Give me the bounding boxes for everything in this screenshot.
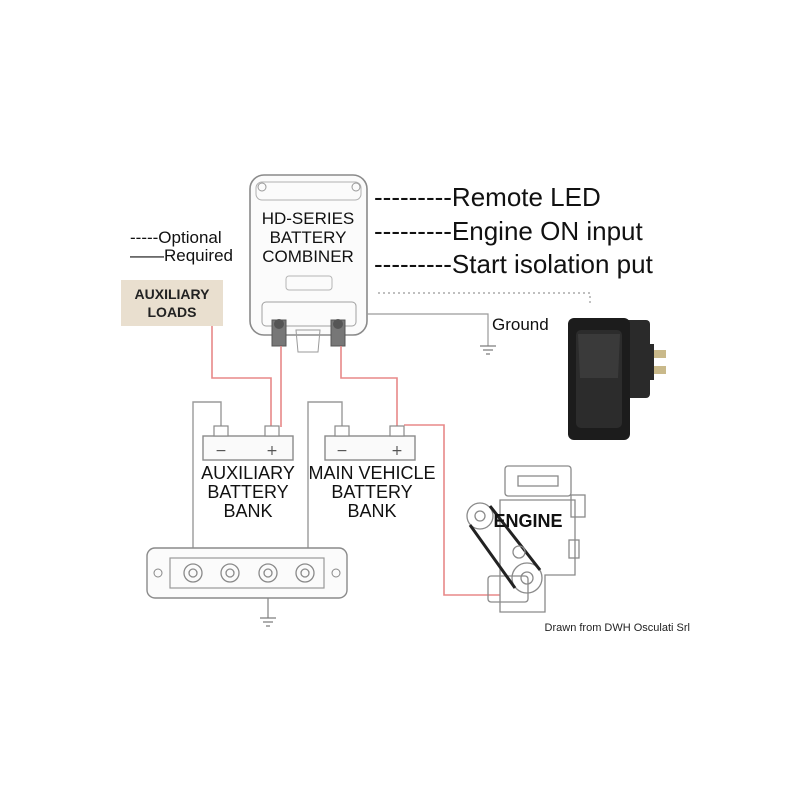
battery-combiner: HD-SERIES BATTERY COMBINER	[249, 174, 368, 353]
ground-symbol-icon	[260, 617, 276, 627]
red-wiring	[211, 326, 500, 596]
minus-sign-icon: −	[336, 443, 348, 459]
remote-led-output-label: ---------Remote LED	[374, 182, 601, 212]
auxiliary-loads-box: AUXILIARY LOADS	[121, 280, 223, 326]
optional-switch-wire	[378, 292, 591, 305]
auxiliary-battery: − + AUXILIARY BATTERY BANK	[201, 425, 295, 521]
legend-required: ——Required	[130, 246, 233, 265]
rocker-switch	[568, 318, 666, 440]
combiner-label-line3: COMBINER	[262, 247, 354, 266]
main-battery-to-engine-wire	[404, 424, 500, 596]
combiner-to-main-battery-wire	[340, 346, 398, 427]
aux-battery-label-line3: BANK	[223, 501, 272, 521]
plus-sign-icon: +	[391, 443, 403, 459]
negative-bus-bar	[146, 547, 348, 627]
aux-battery-label-line2: BATTERY	[207, 482, 288, 502]
negative-wiring	[192, 401, 343, 570]
plus-sign-icon: +	[266, 443, 278, 459]
main-battery-label-line1: MAIN VEHICLE	[308, 463, 435, 483]
engine-on-input-label: ---------Engine ON input	[374, 216, 643, 246]
credit-text: Drawn from DWH Osculati Srl	[545, 622, 690, 634]
engine-label: ENGINE	[493, 511, 562, 531]
combiner-ground-wire	[367, 313, 489, 346]
engine: ENGINE	[466, 465, 586, 613]
main-vehicle-battery: − + MAIN VEHICLE BATTERY BANK	[308, 425, 436, 521]
aux-loads-wire	[211, 326, 272, 427]
aux-battery-label-line1: AUXILIARY	[201, 463, 295, 483]
combiner-label-line2: BATTERY	[270, 228, 347, 247]
ground-symbol-icon	[480, 345, 496, 355]
aux-loads-line1: AUXILIARY	[135, 286, 211, 302]
legend-optional: -----Optional	[130, 228, 222, 247]
combiner-label-line1: HD-SERIES	[262, 209, 355, 228]
minus-sign-icon: −	[215, 443, 227, 459]
aux-loads-line2: LOADS	[148, 304, 197, 320]
main-battery-label-line2: BATTERY	[331, 482, 412, 502]
main-battery-label-line3: BANK	[347, 501, 396, 521]
ground-label: Ground	[492, 315, 549, 334]
start-isolation-output-label: ---------Start isolation put	[374, 249, 654, 279]
